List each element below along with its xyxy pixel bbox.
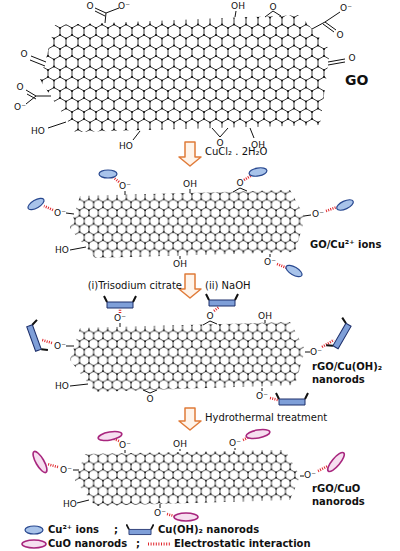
cu-oh2-nanorod: [326, 318, 352, 352]
legend-separator: ;: [114, 524, 118, 536]
atom-label: HO: [63, 499, 77, 509]
cu-ion: [335, 198, 355, 213]
legend-swatch: [20, 538, 48, 550]
cu-oh2-nanorod: [276, 393, 308, 405]
go-sheet: [40, 15, 330, 132]
atom-label: O: [269, 2, 276, 12]
rgo-sheet: [70, 322, 305, 392]
atom-label: O⁻: [229, 438, 241, 448]
stage-node: rGO/Cu(OH)₂ nanorods: [10, 298, 398, 408]
reagent-label: (ii) NaOH: [205, 280, 251, 292]
stage-label: GO/Cu²⁺ ions: [310, 238, 398, 251]
process-arrow: [179, 408, 201, 430]
cu-oh2-nanorod: [206, 294, 238, 306]
legend-separator: ;: [136, 538, 140, 550]
atom-label: O⁻: [54, 341, 66, 351]
atom-label: OH: [231, 1, 245, 11]
functional-group-bonds: [66, 188, 311, 259]
atom-label: O: [336, 30, 343, 40]
cuo-nanorod: [97, 430, 122, 442]
functional-group-bonds: [73, 448, 304, 508]
cu-oh2-nanorod: [26, 320, 48, 354]
atom-label: HO: [55, 245, 69, 255]
atom-label: O⁻: [60, 465, 72, 475]
atom-label: O⁻: [119, 440, 131, 450]
atom-label: O: [206, 311, 213, 321]
atom-label: O: [16, 82, 23, 92]
atom-label: OH: [173, 259, 187, 269]
atom-label: O: [146, 394, 153, 404]
cu-ion: [248, 166, 267, 177]
legend-text: Cu²⁺ ions: [48, 524, 99, 536]
stage-label: rGO/CuO nanorods: [312, 482, 396, 508]
electrostatic-interaction: [42, 175, 337, 516]
atom-label: O⁻: [118, 1, 130, 11]
atom-label: HO: [31, 126, 45, 136]
atom-label: HO: [55, 381, 69, 391]
electrostatic-sample: [148, 543, 171, 546]
atom-label: O⁻: [114, 313, 126, 323]
legend-swatch: [126, 524, 154, 536]
cuo-nanorod: [31, 450, 50, 475]
rod-sample: [126, 524, 153, 534]
ion-sample: [25, 526, 43, 534]
cu-ion: [99, 170, 117, 178]
atom-label: O: [348, 53, 355, 63]
atom-label: O: [86, 1, 93, 11]
atom-label: OH: [258, 311, 272, 321]
stage-label: rGO/Cu(OH)₂ nanorods: [312, 360, 396, 386]
functional-group-bonds: [66, 320, 310, 393]
process-arrow: [179, 274, 201, 298]
cu-ion: [284, 263, 304, 279]
atom-label: HO: [119, 141, 133, 151]
cu-oh2-nanorod: [104, 296, 136, 308]
atom-label: O⁻: [14, 102, 26, 112]
process-arrow: [179, 142, 201, 166]
cu-ion: [26, 196, 46, 212]
atom-label: OH: [173, 439, 187, 449]
legend-text: CuO nanorods: [48, 538, 127, 550]
stage-label: GO: [345, 72, 395, 88]
atom-label: O⁻: [154, 508, 166, 518]
atom-label: O⁻: [264, 257, 276, 267]
legend-swatch: [20, 524, 48, 536]
atom-label: OH: [183, 179, 197, 189]
rgo-sheet: [75, 450, 300, 506]
edge-label: Hydrothermal treatment: [205, 412, 355, 424]
cuo-sample: [22, 540, 46, 548]
legend-swatch: [146, 538, 174, 550]
atom-label: O⁻: [340, 3, 352, 13]
functional-group-bonds: [26, 8, 345, 140]
atom-label: O⁻: [310, 347, 322, 357]
cuo-nanorod: [174, 513, 198, 521]
stage-node: GO/Cu²⁺ ions: [10, 166, 398, 274]
legend-text: Cu(OH)₂ nanorods: [158, 524, 259, 536]
go-sheet: [70, 190, 305, 258]
atom-label: O⁻: [312, 209, 324, 219]
atom-label: O: [236, 178, 243, 188]
atom-label: O⁻: [256, 391, 268, 401]
legend-text: Electrostatic interaction: [174, 538, 311, 550]
atom-label: O⁻: [304, 470, 316, 480]
cuo-nanorod: [325, 450, 347, 474]
stage-node: GO: [10, 2, 398, 142]
edge-label: CuCl₂ . 2H₂O: [205, 146, 335, 158]
atom-label: O: [20, 49, 27, 59]
atom-label: O⁻: [54, 208, 66, 218]
edge-label: (i)Trisodium citrate: [40, 280, 182, 292]
atom-label: O⁻: [119, 181, 131, 191]
cuo-nanorod: [245, 428, 270, 440]
